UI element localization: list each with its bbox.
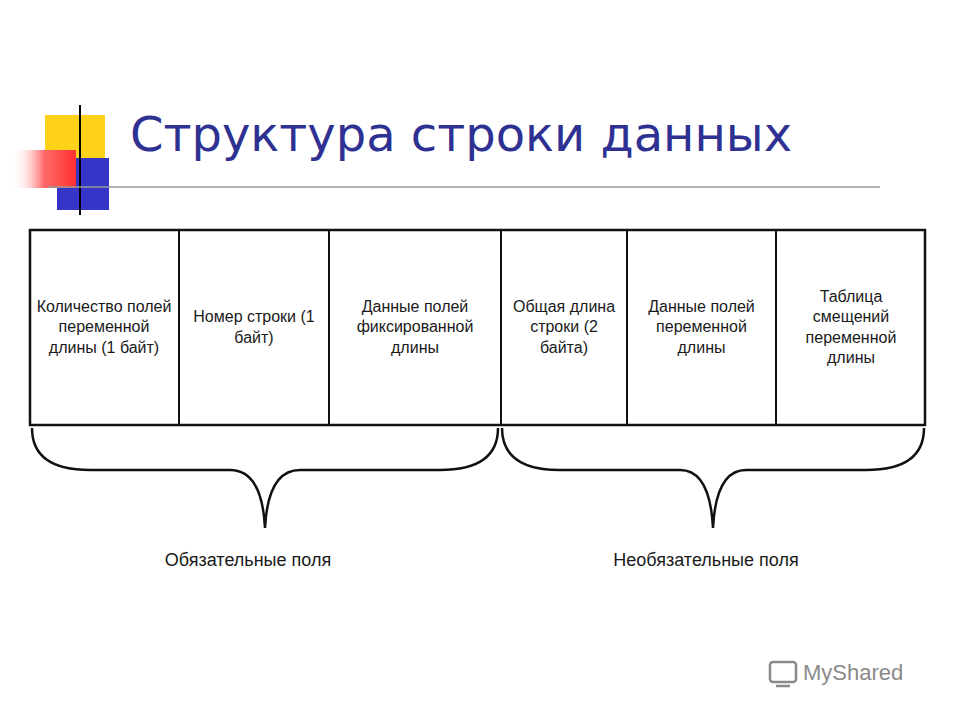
brace-label: Обязательные поля [165,550,331,571]
red-bar [12,150,76,188]
deco-line [79,105,81,215]
field-cell: Номер строки (1 байт) [178,230,328,425]
cell-text: Номер строки (1 байт) [180,307,328,348]
watermark: MyShared [803,660,903,686]
field-cell: Количество полей переменной длины (1 бай… [30,230,178,425]
title-rule [48,186,880,188]
field-cell: Данные полей фиксированной длины [328,230,500,425]
brace [32,428,498,528]
field-cell: Общая длина строки (2 байта) [500,230,626,425]
cell-text: Таблица смещений переменной длины [777,287,925,369]
field-cell: Таблица смещений переменной длины [775,230,925,425]
field-cell: Данные полей переменной длины [626,230,775,425]
table-border [30,230,925,425]
cell-text: Данные полей фиксированной длины [330,297,500,358]
watermark-icon [776,685,790,688]
brace [502,428,924,528]
cell-text: Общая длина строки (2 байта) [502,297,626,358]
cell-text: Количество полей переменной длины (1 бай… [30,297,178,358]
brace-label: Необязательные поля [613,550,798,571]
watermark-icon [770,662,796,682]
slide-title: Структура строки данных [130,106,792,162]
cell-text: Данные полей переменной длины [628,297,775,358]
